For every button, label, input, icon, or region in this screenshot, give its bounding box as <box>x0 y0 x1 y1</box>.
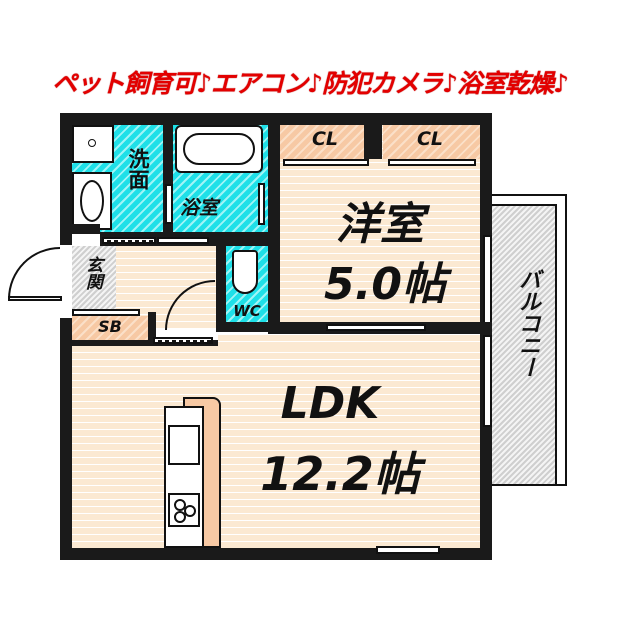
drain-icon <box>88 139 96 147</box>
stove-icon <box>168 493 200 527</box>
washroom-sliding-door[interactable] <box>102 237 156 244</box>
closet-left <box>280 125 370 159</box>
ldk <box>72 346 480 548</box>
western-room-name: 洋室 <box>336 199 424 250</box>
closet-left-label: CL <box>311 128 339 150</box>
closet-right-label: CL <box>416 128 444 150</box>
burner-icon <box>184 505 196 517</box>
ldk-balcony-window[interactable] <box>483 335 492 427</box>
shoe-box-label: SB <box>98 317 122 336</box>
bathroom-label: 浴室 <box>180 197 219 219</box>
bathtub <box>175 125 263 173</box>
washroom-wall-bottom-left <box>72 224 100 234</box>
wall-wash-bath <box>163 125 173 235</box>
burner-icon <box>174 511 186 523</box>
washroom-label: 洗面 <box>126 148 150 190</box>
western-room-size: 5.0帖 <box>324 259 446 310</box>
toilet-icon <box>232 250 258 294</box>
wall-toilet-bottom <box>216 322 280 332</box>
toilet-label: WC <box>233 302 261 320</box>
ldk-name: LDK <box>280 378 380 429</box>
wall-below-hallway <box>72 340 220 346</box>
closet-right <box>383 125 480 159</box>
closet-left-doors[interactable] <box>283 159 369 166</box>
washing-machine-pan <box>72 125 114 163</box>
bath-door[interactable] <box>165 184 173 224</box>
basin-bowl-icon <box>80 180 104 222</box>
bath-window <box>258 183 265 225</box>
balcony-label: バルコニー <box>515 268 540 378</box>
wall-below-bath-door <box>157 237 209 244</box>
features-banner: ペット飼育可♪エアコン♪防犯カメラ♪浴室乾燥♪ <box>52 69 569 98</box>
western-room-door[interactable] <box>326 324 426 331</box>
entrance-step <box>72 309 140 316</box>
wall-bath-western <box>268 113 280 330</box>
closet-divider <box>370 125 382 159</box>
wall-shoe-box <box>148 312 156 344</box>
ldk-bottom-window[interactable] <box>376 546 440 554</box>
shoe-box <box>72 316 148 340</box>
closet-right-doors[interactable] <box>388 159 476 166</box>
wall-toilet-left <box>216 244 226 330</box>
entrance-label: 玄関 <box>82 256 102 290</box>
balcony <box>491 204 557 484</box>
ldk-upper-strip <box>218 334 480 348</box>
sink-icon <box>168 425 200 465</box>
ldk-sliding-door[interactable] <box>153 337 213 344</box>
entrance-door[interactable] <box>8 247 60 299</box>
ldk-size: 12.2帖 <box>260 447 420 501</box>
western-room-balcony-window[interactable] <box>483 235 492 325</box>
bathtub-inner-icon <box>183 133 255 165</box>
burner-icon <box>174 499 186 511</box>
outer-wall-left-upper <box>60 113 72 245</box>
entrance <box>72 246 116 314</box>
wash-basin <box>72 172 112 230</box>
entrance-door-leaf <box>8 296 62 301</box>
outer-wall-left-lower <box>60 318 72 560</box>
